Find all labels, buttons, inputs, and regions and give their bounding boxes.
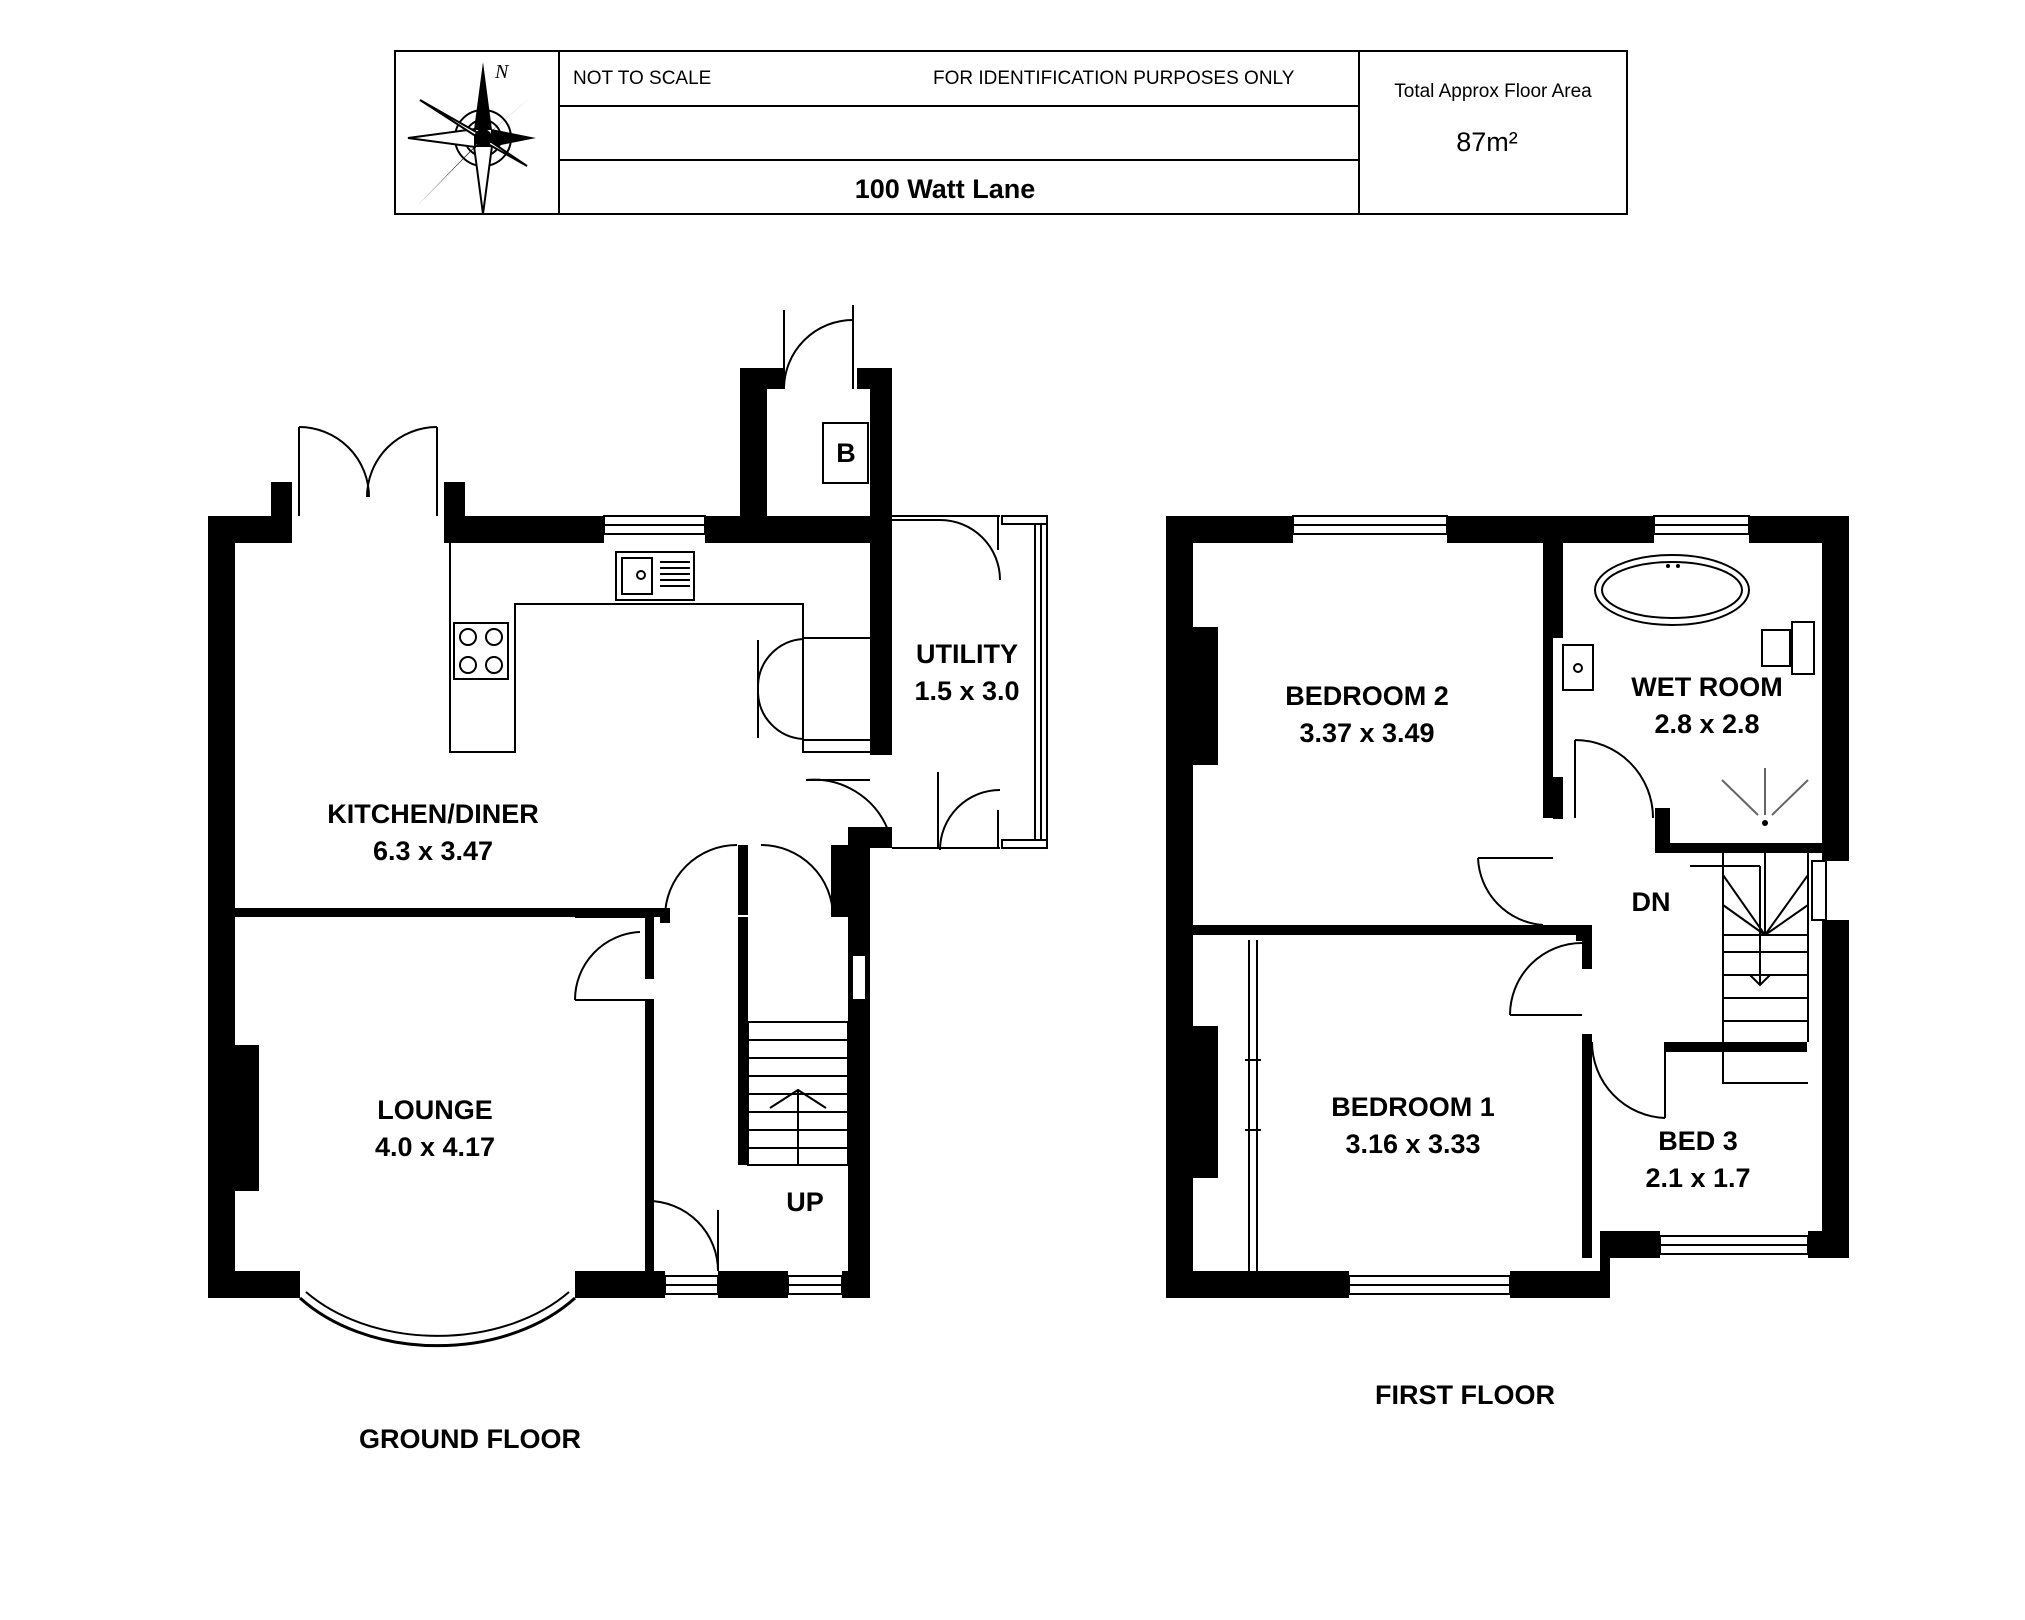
first-floor-plan: BEDROOM 2 3.37 x 3.49 WET ROOM 2.8 x 2.8…	[1166, 515, 1849, 1410]
kitchen-french-doors	[298, 426, 438, 516]
ground-floor-plan: B	[208, 305, 1048, 1454]
sink-icon	[615, 551, 695, 601]
not-to-scale-note: NOT TO SCALE	[573, 68, 711, 89]
bedroom1-size: 3.16 x 3.33	[1345, 1129, 1480, 1159]
ground-floor-walls	[208, 368, 892, 1298]
wetroom-size: 2.8 x 2.8	[1654, 709, 1759, 739]
kitchen-name: KITCHEN/DINER	[327, 799, 539, 829]
lounge-size: 4.0 x 4.17	[375, 1132, 495, 1162]
lounge-name: LOUNGE	[377, 1095, 493, 1125]
shower-icon	[1721, 768, 1809, 826]
bedroom2-name: BEDROOM 2	[1285, 681, 1449, 711]
title-block: N NOT TO SCALE FOR IDENTIFICATION PURPOS…	[394, 50, 1628, 215]
compass-rose-icon: N	[407, 61, 536, 215]
bedroom2-size: 3.37 x 3.49	[1299, 718, 1434, 748]
wetroom-name: WET ROOM	[1631, 672, 1782, 702]
first-floor-walls	[1166, 516, 1849, 1298]
utility-size: 1.5 x 3.0	[914, 676, 1019, 706]
kitchen-units	[449, 543, 870, 753]
bedroom1-name: BEDROOM 1	[1331, 1092, 1495, 1122]
lounge-bay-window	[298, 1296, 577, 1348]
wet-room-fittings	[1562, 554, 1815, 826]
property-address: 100 Watt Lane	[855, 174, 1036, 204]
kitchen-size: 6.3 x 3.47	[373, 836, 493, 866]
title-block-frame	[394, 50, 1628, 215]
bath-icon	[1594, 554, 1750, 626]
stairs-down-label: DN	[1632, 887, 1671, 917]
basin-icon	[1562, 644, 1594, 691]
first-floor-windows	[1292, 515, 1827, 1295]
toilet-icon	[1761, 629, 1791, 667]
boiler-label: B	[836, 438, 856, 468]
ground-floor-windows	[603, 515, 1048, 1295]
utility-name: UTILITY	[916, 639, 1018, 669]
identification-note: FOR IDENTIFICATION PURPOSES ONLY	[933, 68, 1295, 89]
first-floor-stairs	[1690, 853, 1809, 1084]
hob-icon	[453, 622, 509, 680]
ground-stairs	[747, 1021, 849, 1166]
stairs-up-label: UP	[786, 1187, 824, 1217]
ground-floor-title: GROUND FLOOR	[359, 1424, 581, 1454]
bed3-size: 2.1 x 1.7	[1645, 1163, 1750, 1193]
compass-north-label: N	[494, 61, 510, 83]
first-floor-title: FIRST FLOOR	[1375, 1380, 1555, 1410]
floor-area-label: Total Approx Floor Area	[1394, 81, 1592, 102]
floor-area-value: 87m²	[1456, 127, 1518, 157]
boiler-box	[822, 422, 869, 484]
bed3-name: BED 3	[1658, 1126, 1738, 1156]
